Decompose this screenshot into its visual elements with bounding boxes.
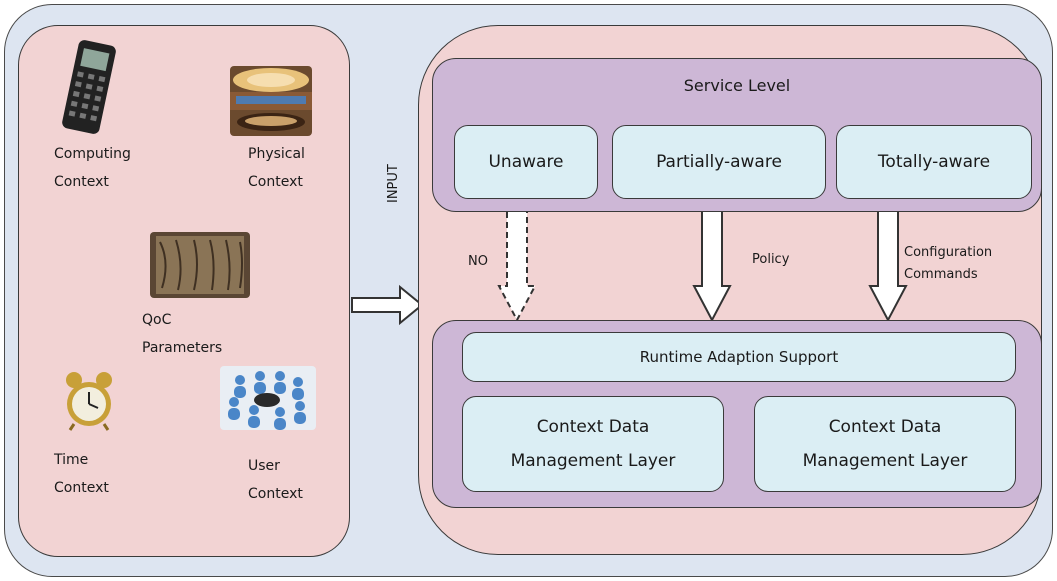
partially-aware-label: Partially-aware: [656, 152, 782, 172]
no-label: NO: [468, 254, 488, 269]
context-data-management-layer-right: Context Data Management Layer: [754, 396, 1016, 492]
totally-aware-label: Totally-aware: [877, 152, 991, 172]
calculator-icon: [60, 40, 118, 134]
conference-room-icon: [230, 66, 312, 136]
totally-aware-box: Totally-aware: [836, 125, 1032, 199]
computing-context-label: Computing Context: [54, 146, 131, 190]
unaware-label: Unaware: [488, 152, 564, 172]
context-data-management-layer-left: Context Data Management Layer: [462, 396, 724, 492]
policy-arrow: [692, 212, 732, 322]
user-group-icon: [220, 366, 316, 430]
physical-context-label: Physical Context: [248, 146, 305, 190]
unaware-box: Unaware: [454, 125, 598, 199]
user-context-label: User Context: [248, 458, 303, 502]
partially-aware-box: Partially-aware: [612, 125, 826, 199]
time-context-label: Time Context: [54, 452, 109, 496]
scroll-icon: [150, 232, 250, 298]
alarm-clock-icon: [60, 370, 118, 432]
no-arrow: [497, 212, 537, 322]
input-label: INPUT: [386, 164, 401, 203]
configuration-commands-label: Configuration Commands: [904, 245, 993, 282]
qoc-parameters-label: QoC Parameters: [142, 312, 223, 356]
policy-label: Policy: [752, 252, 790, 267]
runtime-adaption-support-label: Runtime Adaption Support: [639, 348, 839, 366]
context-data-management-layer-right-label: Context Data Management Layer: [802, 417, 968, 471]
context-data-management-layer-left-label: Context Data Management Layer: [510, 417, 676, 471]
runtime-adaption-support-box: Runtime Adaption Support: [462, 332, 1016, 382]
input-arrow: [350, 284, 424, 326]
configuration-arrow: [868, 212, 908, 322]
service-level-title: Service Level: [683, 76, 791, 95]
